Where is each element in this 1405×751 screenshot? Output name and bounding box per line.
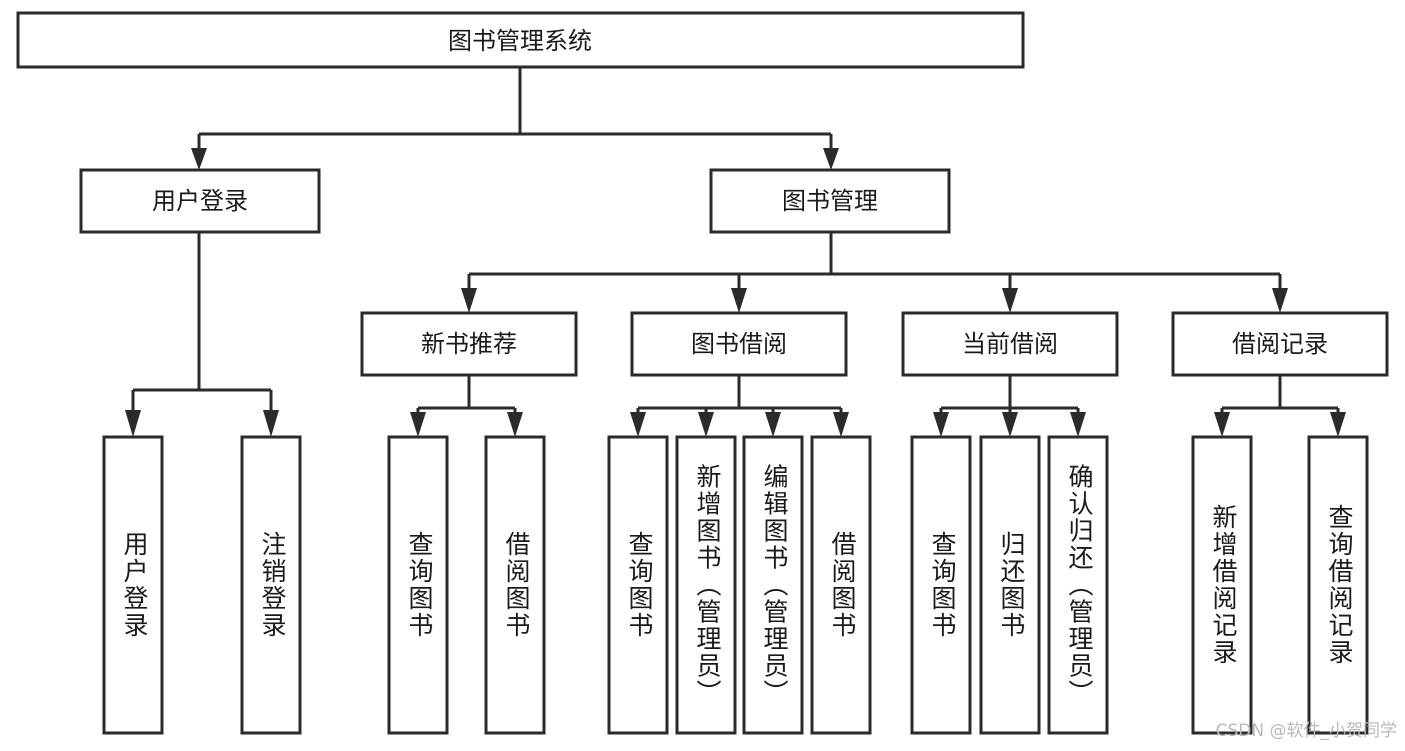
edge-group-book-borrow bbox=[630, 375, 849, 437]
arrowhead-leaf-query-book-3 bbox=[933, 412, 949, 437]
node-book-management-label: 图书管理 bbox=[782, 187, 878, 215]
arrowhead-leaf-query-record bbox=[1330, 412, 1346, 437]
arrowhead-leaf-return-book bbox=[1002, 412, 1018, 437]
node-leaf-logout-login-box bbox=[240, 435, 302, 735]
edge-group-book-management bbox=[461, 232, 1288, 313]
node-leaf-add-book-label: 新增图书（管理员） bbox=[693, 464, 722, 707]
node-leaf-edit-book-box bbox=[742, 435, 804, 735]
node-leaf-user-login[interactable]: 用户登录 bbox=[102, 435, 164, 735]
node-leaf-edit-book-label: 编辑图书（管理员） bbox=[760, 464, 789, 707]
arrowhead-leaf-add-book bbox=[698, 412, 714, 437]
node-book-borrow-box bbox=[630, 311, 848, 377]
node-book-management[interactable]: 图书管理 bbox=[709, 168, 951, 234]
node-borrow-record[interactable]: 借阅记录 bbox=[1171, 311, 1389, 377]
node-leaf-add-book[interactable]: 新增图书（管理员） bbox=[675, 435, 737, 735]
node-leaf-query-record-box bbox=[1307, 435, 1369, 735]
arrowhead-new-book-recommend bbox=[461, 288, 477, 313]
edge-group-current-borrow bbox=[933, 375, 1086, 437]
node-leaf-borrow-book-2-label: 借阅图书 bbox=[828, 531, 857, 639]
node-leaf-user-login-box bbox=[102, 435, 164, 735]
node-root-system[interactable]: 图书管理系统 bbox=[16, 11, 1025, 69]
node-leaf-borrow-book-2[interactable]: 借阅图书 bbox=[810, 435, 872, 735]
node-book-borrow[interactable]: 图书借阅 bbox=[630, 311, 848, 377]
node-leaf-return-book[interactable]: 归还图书 bbox=[979, 435, 1041, 735]
node-leaf-borrow-book-1-box bbox=[484, 435, 546, 735]
node-leaf-logout-login[interactable]: 注销登录 bbox=[240, 435, 302, 735]
node-book-management-box bbox=[709, 168, 951, 234]
node-current-borrow-box bbox=[901, 311, 1119, 377]
arrowhead-book-management bbox=[823, 148, 839, 170]
arrowhead-current-borrow bbox=[1002, 288, 1018, 313]
node-new-book-recommend[interactable]: 新书推荐 bbox=[360, 311, 578, 377]
arrowhead-leaf-logout-login bbox=[263, 410, 279, 437]
node-leaf-edit-book[interactable]: 编辑图书（管理员） bbox=[742, 435, 804, 735]
node-leaf-return-book-label: 归还图书 bbox=[997, 531, 1026, 639]
node-current-borrow-label: 当前借阅 bbox=[962, 330, 1058, 358]
node-leaf-confirm-return-box bbox=[1047, 435, 1109, 735]
node-leaf-query-record[interactable]: 查询借阅记录 bbox=[1307, 435, 1369, 735]
node-leaf-query-book-1-box bbox=[387, 435, 449, 735]
node-user-login[interactable]: 用户登录 bbox=[79, 168, 321, 234]
node-book-borrow-label: 图书借阅 bbox=[691, 330, 787, 358]
node-user-login-label: 用户登录 bbox=[152, 187, 248, 215]
node-leaf-user-login-label: 用户登录 bbox=[120, 531, 149, 639]
node-leaf-add-record-label: 新增借阅记录 bbox=[1209, 504, 1238, 666]
arrowhead-leaf-query-book-1 bbox=[410, 412, 426, 437]
arrowhead-borrow-record bbox=[1272, 288, 1288, 313]
arrowhead-leaf-borrow-book-1 bbox=[507, 412, 523, 437]
node-root-label: 图书管理系统 bbox=[448, 27, 592, 55]
node-leaf-query-book-2-label: 查询图书 bbox=[625, 531, 654, 639]
node-leaf-query-book-1-label: 查询图书 bbox=[405, 531, 434, 639]
node-leaf-return-book-box bbox=[979, 435, 1041, 735]
arrowhead-leaf-borrow-book-2 bbox=[833, 412, 849, 437]
node-leaf-borrow-book-1[interactable]: 借阅图书 bbox=[484, 435, 546, 735]
node-borrow-record-box bbox=[1171, 311, 1389, 377]
node-leaf-query-book-2-box bbox=[607, 435, 669, 735]
node-leaf-confirm-return-label: 确认归还（管理员） bbox=[1065, 464, 1094, 707]
node-user-login-box bbox=[79, 168, 321, 234]
node-leaf-borrow-book-2-box bbox=[810, 435, 872, 735]
node-leaf-query-record-label: 查询借阅记录 bbox=[1325, 504, 1354, 666]
arrowhead-leaf-user-login bbox=[125, 410, 141, 437]
arrowhead-leaf-add-record bbox=[1214, 412, 1230, 437]
node-leaf-confirm-return[interactable]: 确认归还（管理员） bbox=[1047, 435, 1109, 735]
node-leaf-logout-login-label: 注销登录 bbox=[258, 531, 287, 639]
node-leaf-add-record[interactable]: 新增借阅记录 bbox=[1191, 435, 1253, 735]
arrowhead-user-login bbox=[191, 148, 207, 170]
node-leaf-query-book-3-box bbox=[910, 435, 972, 735]
edge-group-new-book-recommend bbox=[410, 375, 523, 437]
node-current-borrow[interactable]: 当前借阅 bbox=[901, 311, 1119, 377]
edge-group-user-login bbox=[125, 232, 279, 437]
arrowhead-book-borrow bbox=[731, 288, 747, 313]
node-new-book-recommend-label: 新书推荐 bbox=[421, 330, 517, 358]
node-borrow-record-label: 借阅记录 bbox=[1232, 330, 1328, 358]
node-leaf-query-book-1[interactable]: 查询图书 bbox=[387, 435, 449, 735]
arrowhead-leaf-confirm-return bbox=[1070, 412, 1086, 437]
node-leaf-query-book-3-label: 查询图书 bbox=[928, 531, 957, 639]
node-leaf-query-book-3[interactable]: 查询图书 bbox=[910, 435, 972, 735]
node-leaf-borrow-book-1-label: 借阅图书 bbox=[502, 531, 531, 639]
arrowhead-leaf-edit-book bbox=[765, 412, 781, 437]
arrowhead-leaf-query-book-2 bbox=[630, 412, 646, 437]
node-leaf-add-record-box bbox=[1191, 435, 1253, 735]
edge-group-root bbox=[191, 67, 839, 170]
edge-group-borrow-record bbox=[1214, 375, 1346, 437]
node-leaf-add-book-box bbox=[675, 435, 737, 735]
node-new-book-recommend-box bbox=[360, 311, 578, 377]
node-root-box bbox=[16, 11, 1025, 69]
node-leaf-query-book-2[interactable]: 查询图书 bbox=[607, 435, 669, 735]
